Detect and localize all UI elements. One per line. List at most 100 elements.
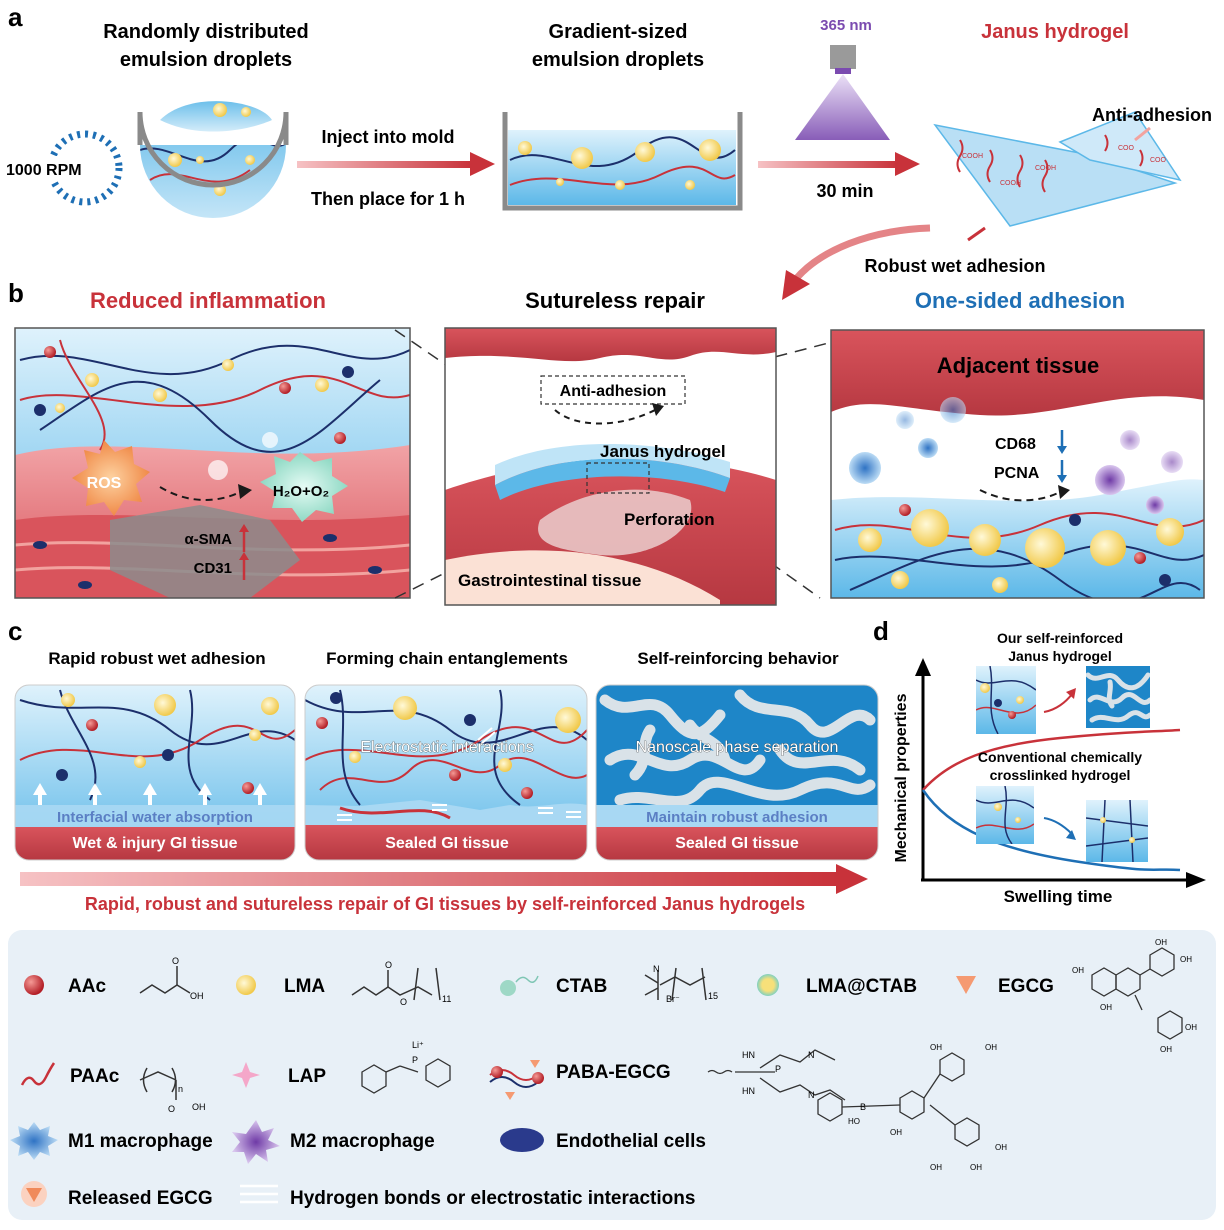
c-col3-panel: [596, 685, 878, 860]
b-right-title: One-sided adhesion: [915, 288, 1125, 313]
janus-sheet-icon: COOH COOH COOH COO COO: [933, 111, 1182, 242]
electrostatic-label: Electrostatic interactions: [360, 739, 533, 756]
d-axes: [915, 658, 1206, 888]
egcg-oh-4: OH: [1100, 1003, 1112, 1012]
d-bottom-label-line2: crosslinked hydrogel: [990, 767, 1131, 783]
legend-paac: PAAc: [70, 1066, 120, 1087]
legend-aac: AAc: [68, 976, 106, 997]
d-ylabel: Mechanical properties: [893, 693, 910, 862]
panel-label-b: b: [8, 278, 24, 308]
lma-icon: [236, 975, 256, 995]
lma-ctab-icon: [757, 974, 779, 996]
up-arrow-icon: [239, 524, 249, 580]
legend-hbond: Hydrogen bonds or electrostatic interact…: [290, 1188, 695, 1209]
cure-arrow: [758, 152, 920, 176]
inject-arrow: [297, 152, 495, 176]
legend-ctab: CTAB: [556, 976, 607, 997]
cd31-label: CD31: [194, 560, 232, 577]
pcna-label: PCNA: [994, 465, 1040, 482]
adjacent-tissue-label: Adjacent tissue: [937, 353, 1100, 378]
panel-label-c: c: [8, 616, 22, 646]
emulsion-beaker-icon: [137, 101, 289, 218]
panel-label-d: d: [873, 616, 889, 646]
coo-label-1: COO: [1118, 145, 1135, 152]
paac-o: O: [168, 1104, 175, 1114]
cure-time: 30 min: [816, 181, 873, 201]
water-absorption-label: Interfacial water absorption: [57, 809, 253, 826]
anti-adhesion-label-a: Anti-adhesion: [1092, 105, 1212, 125]
paba-hn-2: HN: [742, 1086, 755, 1096]
uv-lamp-icon: [795, 45, 890, 140]
aac-icon: [24, 975, 44, 995]
step1-title-line1: Randomly distributed: [103, 21, 309, 43]
d-arrow-bottom: [1043, 817, 1073, 835]
b-center-frame: [444, 327, 777, 606]
aac-o-label: O: [172, 956, 179, 966]
paba-ho: HO: [848, 1117, 860, 1126]
paba-n-2: N: [808, 1090, 815, 1100]
paac-icon: [20, 1062, 56, 1086]
egcg-oh-3: OH: [1072, 966, 1084, 975]
lap-structure-icon: [361, 1058, 451, 1094]
legend-lma-ctab: LMA@CTAB: [806, 976, 917, 997]
b-left-panel: [15, 328, 410, 598]
paba-structure-icon: [707, 1049, 965, 1122]
d-top-label-line1: Our self-reinforced: [997, 630, 1123, 646]
lma-subscript: 11: [442, 994, 451, 1004]
egcg-oh-6: OH: [1160, 1045, 1172, 1054]
m2-macrophage-icon: [232, 1120, 280, 1164]
paba-egcg-icon: [489, 1060, 544, 1100]
c-col3-title: Self-reinforcing behavior: [637, 649, 839, 668]
legend-box: [8, 930, 1216, 1220]
perforation-label: Perforation: [624, 510, 715, 529]
d-thumb-reinforced: [1086, 666, 1150, 728]
paac-oh: OH: [192, 1102, 206, 1112]
paba-lower-ring: [929, 1104, 980, 1147]
b-left-frame: [14, 327, 411, 599]
c-col1-frame: [14, 684, 296, 861]
paba-oh-2: OH: [985, 1043, 997, 1052]
c-col1-title: Rapid robust wet adhesion: [48, 649, 265, 668]
egcg-oh-1: OH: [1155, 938, 1167, 947]
lma-structure-icon: [351, 967, 441, 1001]
wet-injury-tissue-label: Wet & injury GI tissue: [72, 835, 237, 852]
ros-burst-icon: [72, 440, 150, 516]
lma-o-label-1: O: [385, 960, 392, 970]
endothelial-icon: [500, 1128, 544, 1152]
transition-arrow: [782, 224, 931, 300]
lap-p-label: P: [412, 1055, 418, 1065]
inject-label-line2: Then place for 1 h: [311, 189, 465, 209]
wet-adhesion-label: Robust wet adhesion: [864, 256, 1045, 276]
step1-title-line2: emulsion droplets: [120, 49, 292, 71]
inject-label-line1: Inject into mold: [322, 127, 455, 147]
ctab-br-label: Br⁻: [666, 994, 680, 1004]
c-col2-panel: [305, 685, 587, 860]
banner-arrow: [20, 864, 868, 894]
m1-macrophage-icon: [10, 1122, 58, 1160]
cooh-label-3: COOH: [1035, 165, 1056, 172]
asma-label: α-SMA: [184, 531, 232, 548]
d-xlabel: Swelling time: [1004, 887, 1113, 906]
paba-b: B: [860, 1102, 866, 1112]
paba-oh-3: OH: [890, 1128, 902, 1137]
paba-p: P: [775, 1064, 781, 1074]
egcg-oh-2: OH: [1180, 955, 1192, 964]
c-col2-title: Forming chain entanglements: [326, 649, 568, 668]
legend-released-egcg: Released EGCG: [68, 1188, 213, 1209]
anti-adhesion-box: [540, 375, 686, 405]
cooh-label-2: COOH: [1000, 180, 1021, 187]
paba-hn-1: HN: [742, 1050, 755, 1060]
paac-structure-icon: [139, 1067, 177, 1100]
paba-oh-6: OH: [995, 1143, 1007, 1152]
mold-icon: [502, 112, 743, 211]
gi-tissue-label: Gastrointestinal tissue: [458, 571, 641, 590]
step2-title-line2: emulsion droplets: [532, 49, 704, 71]
maintain-adhesion-label: Maintain robust adhesion: [646, 809, 828, 826]
lma-o-label-2: O: [400, 997, 407, 1007]
lap-icon: [232, 1062, 260, 1088]
egcg-oh-5: OH: [1185, 1023, 1197, 1032]
aac-structure-icon: [139, 966, 191, 994]
phase-separation-label: Nanoscale phase separation: [636, 739, 839, 756]
legend-egcg: EGCG: [998, 976, 1054, 997]
